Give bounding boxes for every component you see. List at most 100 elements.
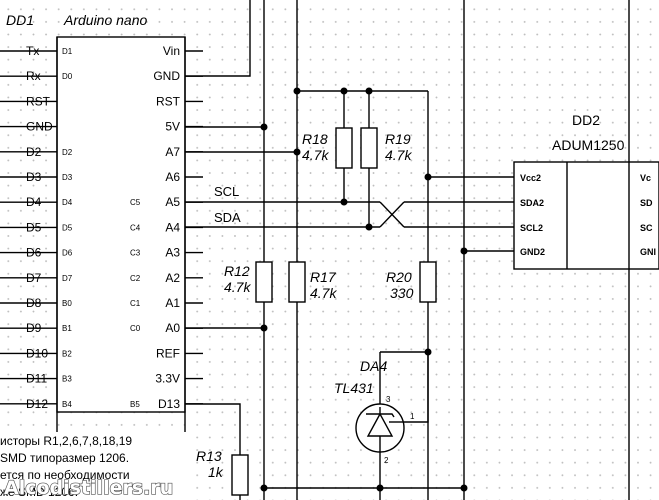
r18-ref: R18 xyxy=(302,131,328,147)
dd1-left-pin-label: D8 xyxy=(26,296,42,310)
r12-ref: R12 xyxy=(224,263,250,279)
dd1-left-pin-label: GND xyxy=(26,120,53,134)
dd1-left-port-label: D6 xyxy=(62,249,73,258)
net-label-scl: SCL xyxy=(214,184,239,199)
resistor-body xyxy=(231,454,249,496)
r19-value: 4.7k xyxy=(385,147,412,163)
dd1-right-pin-label: A7 xyxy=(165,145,180,159)
dd1-right-pins: VinGNDRST5VA7A6A5C5A4C4A3C3A2C2A1C1A0C0R… xyxy=(130,44,203,411)
dd2-pin-sda2: SDA2 xyxy=(520,198,544,208)
notes-background xyxy=(0,432,196,500)
resistor-r19: R19 4.7k xyxy=(360,127,412,169)
dd1-left-port-label: B1 xyxy=(62,324,72,333)
dd2-body xyxy=(513,161,659,270)
dd1-right-port-label: C0 xyxy=(130,324,141,333)
junction-dot xyxy=(365,87,373,95)
resistor-r12: R12 4.7k xyxy=(224,261,273,303)
dd1-right-pin-label: A2 xyxy=(165,271,180,285)
da4-pin-cathode: 3 xyxy=(386,395,391,404)
dd1-left-port-label: B3 xyxy=(62,375,72,384)
dd1-left-pin-label: Rx xyxy=(26,69,41,83)
dd1-right-port-label: B5 xyxy=(130,400,140,409)
dd1-right-pin-label: A5 xyxy=(165,195,180,209)
dd1-right-pin-label: A4 xyxy=(165,220,180,234)
da4-pin-anode: 2 xyxy=(384,456,389,465)
dd1-left-pin-label: RST xyxy=(26,94,51,108)
dd1-left-port-label: D0 xyxy=(62,72,73,81)
dd1-left-port-label: D2 xyxy=(62,148,73,157)
note-line-1: исторы R1,2,6,7,8,18,19 xyxy=(0,434,132,448)
wire-gnd xyxy=(185,0,251,77)
dd1-right-port-label: C1 xyxy=(130,299,141,308)
dd1-left-port-label: D1 xyxy=(62,47,73,56)
r17-value: 4.7k xyxy=(310,285,337,301)
dd1-right-pin-label: GND xyxy=(153,69,180,83)
dd1-body xyxy=(56,36,186,413)
net-label-sda: SDA xyxy=(214,210,241,225)
watermark-text: Alcodistillers.ru xyxy=(4,477,173,499)
resistor-r20: R20 330 xyxy=(386,261,437,303)
da4-part: TL431 xyxy=(334,380,374,396)
r20-ref: R20 xyxy=(386,269,412,285)
resistor-r13: R13 1k xyxy=(196,448,249,496)
dd2-designator: DD2 xyxy=(572,112,600,128)
wire-da4-ref xyxy=(404,352,429,423)
dd1-right-pin-label: A6 xyxy=(165,170,180,184)
wire-cross-b xyxy=(379,201,405,228)
dd2-pin-gnd1-partial: GNI xyxy=(640,247,656,257)
dd1-left-pin-label: D4 xyxy=(26,195,42,209)
junction-dot xyxy=(293,87,301,95)
dd2-pin-sda1-partial: SD xyxy=(640,198,653,208)
r20-value: 330 xyxy=(390,285,414,301)
dd1-right-pin-label: A0 xyxy=(165,321,180,335)
dd1-left-port-label: B0 xyxy=(62,299,72,308)
resistor-body xyxy=(419,261,437,303)
dd1-left-pin-label: D10 xyxy=(26,346,48,360)
dd1-right-pin-label: REF xyxy=(156,346,180,360)
resistor-body xyxy=(288,261,306,303)
dd2-adum1250: DD2 ADUM1250 Vcc2 SDA2 SCL2 GND2 Vc SD S… xyxy=(513,112,659,270)
dd2-pin-gnd2: GND2 xyxy=(520,247,545,257)
da4-tl431: DA4 TL431 3 1 2 xyxy=(334,352,415,465)
dd2-pin-scl1-partial: SC xyxy=(640,223,653,233)
dd1-right-port-label: C2 xyxy=(130,274,141,283)
dd1-left-pin-label: D11 xyxy=(26,372,47,386)
dd1-name: Arduino nano xyxy=(63,12,148,28)
dd1-left-port-label: D7 xyxy=(62,274,73,283)
note-line-2: SMD типоразмер 1206. xyxy=(0,451,129,465)
zener-bar-icon xyxy=(366,413,395,418)
note-line-4: же SMD 1206. xyxy=(0,485,78,499)
da4-pin-ref: 1 xyxy=(410,412,415,421)
dd1-left-pin-label: D9 xyxy=(26,321,42,335)
dd1-left-pin-label: D6 xyxy=(26,246,42,260)
dd1-left-port-label: B2 xyxy=(62,349,72,358)
dd1-left-pin-label: D7 xyxy=(26,271,42,285)
dd1-left-port-label: B4 xyxy=(62,400,72,409)
dd1-left-port-label: D3 xyxy=(62,173,73,182)
junction-dot xyxy=(460,484,468,492)
watermark-alcodistillers: Alcodistillers.ru xyxy=(3,476,174,499)
junction-dot xyxy=(340,198,348,206)
dd2-pin-scl2: SCL2 xyxy=(520,223,543,233)
dd1-right-pin-label: RST xyxy=(156,94,181,108)
r19-ref: R19 xyxy=(385,131,411,147)
junction-dot xyxy=(424,173,432,181)
dd1-right-port-label: C4 xyxy=(130,223,141,232)
junction-dot xyxy=(260,123,268,131)
r13-value: 1k xyxy=(208,464,224,480)
resistor-body xyxy=(360,127,378,169)
dd1-right-pin-label: A1 xyxy=(165,296,180,310)
dd1-left-port-label: D4 xyxy=(62,198,73,207)
dd1-left-port-label: D5 xyxy=(62,223,73,232)
r12-value: 4.7k xyxy=(224,279,251,295)
junction-dot xyxy=(293,148,301,156)
note-line-3: ется по необходимости xyxy=(0,468,130,482)
dd1-right-pin-label: 3.3V xyxy=(155,372,180,386)
resistor-r18: R18 4.7k xyxy=(302,127,353,169)
resistor-body xyxy=(255,261,273,303)
dd1-left-pin-label: Tx xyxy=(26,44,39,58)
dd1-right-pin-label: D13 xyxy=(158,397,180,411)
r13-ref: R13 xyxy=(196,448,222,464)
